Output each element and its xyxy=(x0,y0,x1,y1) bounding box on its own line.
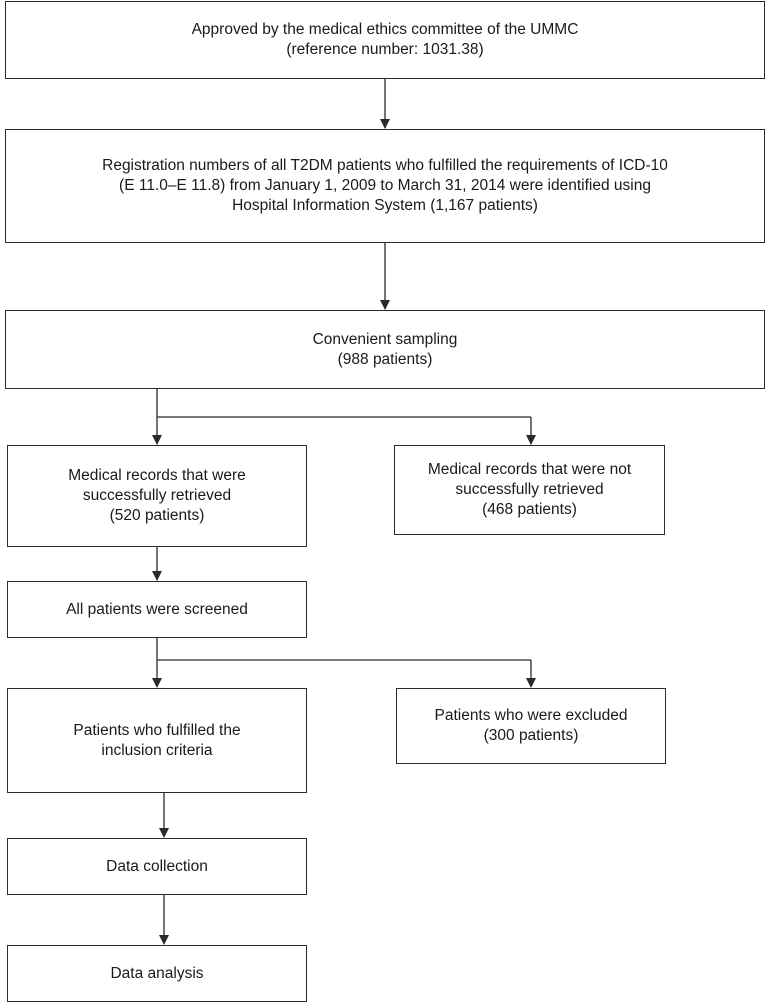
retrieved-line-3: (520 patients) xyxy=(109,507,205,524)
excluded-line-1: Patients who were excluded xyxy=(434,707,628,724)
sampling-line-1: Convenient sampling xyxy=(312,330,458,348)
retrieved-line-2: successfully retrieved xyxy=(82,487,232,504)
data-analysis-label: Data analysis xyxy=(110,964,204,982)
retrieved-records-box: Medical records that were successfully r… xyxy=(7,445,307,547)
not-retrieved-line-1: Medical records that were not xyxy=(427,461,632,478)
data-collection-box: Data collection xyxy=(7,838,307,895)
screened-box: All patients were screened xyxy=(7,581,307,638)
sampling-box: Convenient sampling (988 patients) xyxy=(5,310,765,389)
not-retrieved-records-box: Medical records that were not successful… xyxy=(394,445,665,535)
excluded-line-2: (300 patients) xyxy=(483,727,579,744)
data-analysis-box: Data analysis xyxy=(7,945,307,1002)
fulfilled-line-2: inclusion criteria xyxy=(101,741,213,759)
registration-line-3: Hospital Information System (1,167 patie… xyxy=(232,197,538,214)
fulfilled-line-1: Patients who fulfilled the xyxy=(73,721,241,739)
fulfilled-criteria-box: Patients who fulfilled the inclusion cri… xyxy=(7,688,307,793)
registration-line-1: Registration numbers of all T2DM patient… xyxy=(102,157,668,174)
sampling-line-2: (988 patients) xyxy=(337,350,433,368)
ethics-approval-line-2: (reference number: 1031.38) xyxy=(286,41,484,58)
data-collection-label: Data collection xyxy=(106,857,208,875)
ethics-approval-box: Approved by the medical ethics committee… xyxy=(5,1,765,79)
excluded-patients-box: Patients who were excluded (300 patients… xyxy=(396,688,666,764)
ethics-approval-line-1: Approved by the medical ethics committee… xyxy=(191,21,579,38)
retrieved-line-1: Medical records that were xyxy=(68,467,246,484)
not-retrieved-line-3: (468 patients) xyxy=(482,501,577,518)
registration-line-2: (E 11.0–E 11.8) from January 1, 2009 to … xyxy=(119,177,651,194)
screened-line-1: All patients were screened xyxy=(66,600,248,618)
registration-box: Registration numbers of all T2DM patient… xyxy=(5,129,765,243)
not-retrieved-line-2: successfully retrieved xyxy=(455,481,604,498)
